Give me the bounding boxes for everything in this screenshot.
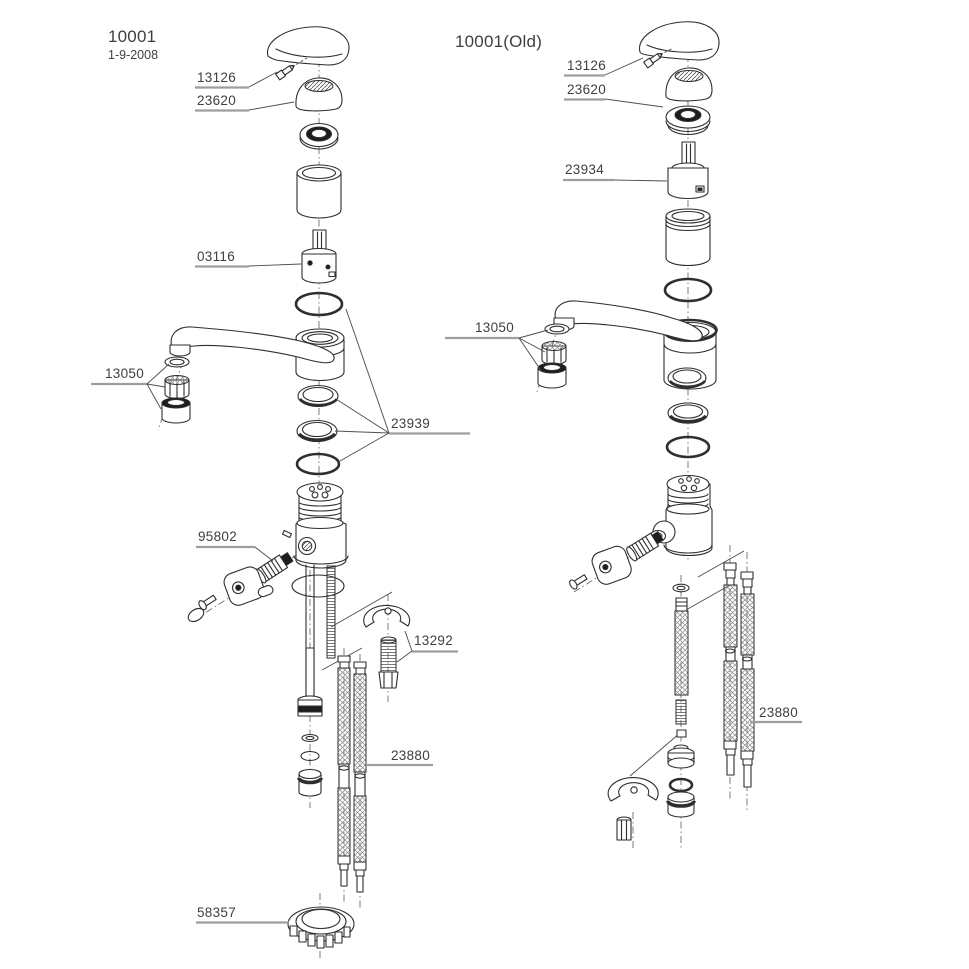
right-diagram [445, 21, 802, 850]
right-leader-lines [445, 57, 802, 724]
left-diagram [91, 26, 470, 960]
left-leader-lines [91, 71, 470, 924]
right-mounting-bracket [607, 777, 659, 841]
part-label-left-cartridge: 03116 [197, 249, 236, 264]
left-faucet-body [281, 482, 349, 569]
left-spout [169, 326, 345, 382]
right-center-hose-stack [666, 583, 696, 818]
part-label-left-cap: 23620 [197, 93, 237, 108]
part-label-right-cap: 23620 [567, 82, 607, 97]
right-explosion-planes [685, 550, 745, 611]
left-cartridge [301, 229, 337, 284]
left-dome-cap [295, 77, 343, 112]
part-label-right-cartridge: 23934 [565, 162, 605, 177]
left-bearing-ring-2 [297, 384, 339, 408]
left-bearing-ring [299, 122, 339, 150]
right-faucet-body [649, 474, 713, 557]
left-diverter-assembly [187, 551, 294, 623]
left-base-nut [287, 906, 355, 949]
part-label-right-handle-screw: 13126 [567, 58, 607, 73]
right-bearing-ring [665, 105, 711, 136]
left-handle-lever [266, 26, 350, 66]
left-sleeve [296, 164, 342, 219]
part-label-left-seal-rings: 23939 [391, 416, 431, 431]
right-diagram-title: 10001(Old) [455, 32, 543, 51]
part-label-right-hoses: 23880 [759, 705, 799, 720]
right-diverter-assembly [569, 530, 664, 590]
right-handle-screw [643, 47, 674, 69]
left-supply-pipe-parts [291, 564, 345, 797]
part-label-left-diverter: 95802 [198, 529, 238, 544]
left-supply-hoses [337, 655, 367, 893]
right-supply-hoses [723, 562, 755, 788]
part-label-left-base-nut: 58357 [197, 905, 237, 920]
right-dome-cap [665, 67, 713, 102]
part-label-left-handle-screw: 13126 [197, 70, 237, 85]
right-cartridge [667, 141, 709, 200]
left-diagram-date: 1-9-2008 [108, 48, 159, 62]
part-label-left-hoses: 23880 [391, 748, 431, 763]
left-handle-screw [275, 57, 308, 81]
left-aerator-set [161, 356, 191, 424]
part-label-right-aerator: 13050 [475, 320, 515, 335]
part-label-left-aerator: 13050 [105, 366, 145, 381]
right-sleeve [665, 208, 711, 267]
right-aerator-set [537, 323, 570, 389]
right-handle-lever [638, 21, 720, 61]
part-label-left-mounting-kit: 13292 [414, 633, 454, 648]
right-seal-rings [665, 367, 711, 459]
left-mounting-kit [363, 604, 411, 689]
left-slip-ring [296, 419, 338, 443]
left-diagram-title: 10001 [108, 27, 157, 46]
right-o-ring [663, 277, 713, 303]
